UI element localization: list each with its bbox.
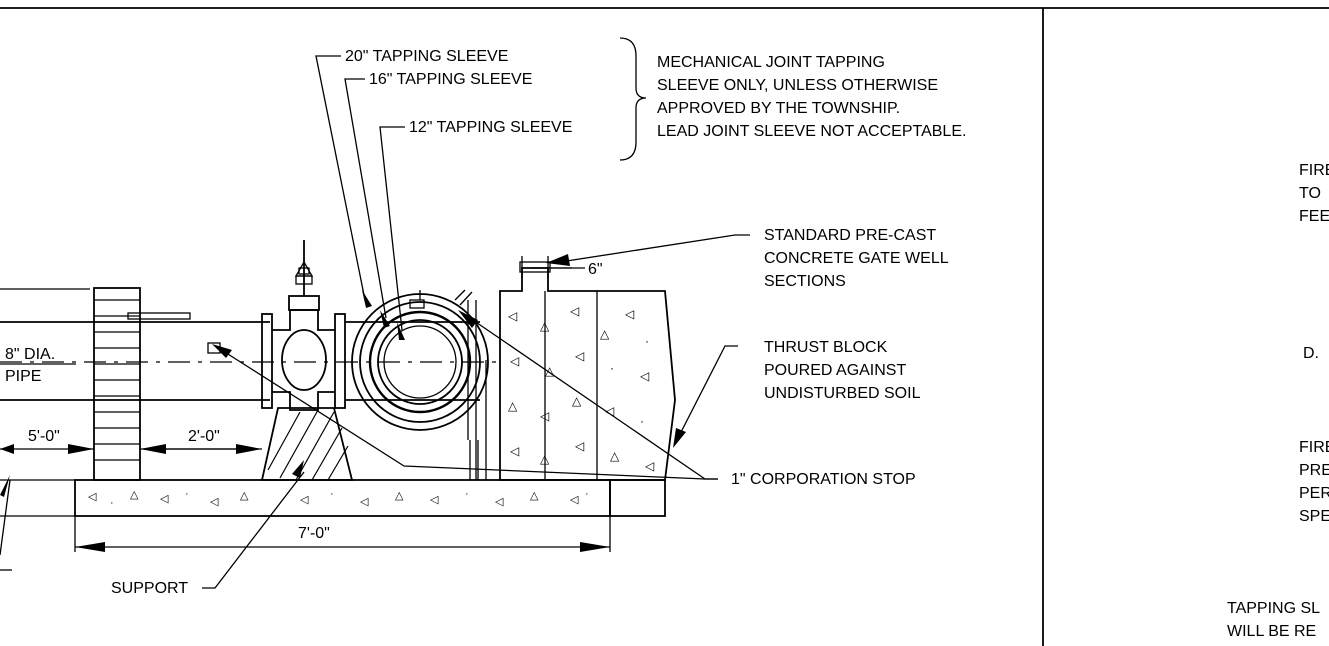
svg-text:◁: ◁ [430,494,439,506]
svg-text:◁: ◁ [160,493,169,505]
svg-text:·: · [610,361,614,375]
block-support-stack [93,287,191,481]
corporation-stop-label: 1" CORPORATION STOP [731,471,916,488]
note-line-3: APPROVED BY THE TOWNSHIP. [657,100,900,117]
svg-text:◁: ◁ [575,439,585,453]
svg-text:◁: ◁ [645,459,655,473]
note-line-4: LEAD JOINT SLEEVE NOT ACCEPTABLE. [657,123,966,140]
leader-lines [202,55,750,589]
concrete-footing: ◁ · △ ◁ · ◁ △ ◁ · ◁ △ ◁ · ◁ △ ◁ · [74,479,611,517]
dimension-5ft-label: 5'-0" [28,428,60,445]
svg-text:◁: ◁ [625,307,635,321]
right-will-be-re-label: WILL BE RE [1227,623,1316,640]
gate-well-label-line-3: SECTIONS [764,273,846,290]
note-line-1: MECHANICAL JOINT TAPPING [657,54,885,71]
svg-text:◁: ◁ [510,354,520,368]
svg-text:△: △ [600,327,610,341]
right-d-label: D. [1303,345,1319,362]
thrust-block-label-line-2: POURED AGAINST [764,362,906,379]
svg-text:·: · [585,488,589,500]
svg-text:◁: ◁ [510,444,520,458]
label-20-tapping-sleeve: 20" TAPPING SLEEVE [345,48,508,65]
svg-text:·: · [465,488,469,500]
note-line-2: SLEEVE ONLY, UNLESS OTHERWISE [657,77,938,94]
right-fire-label-2: FIRE [1299,439,1329,456]
dimension-6-label: 6" [588,261,603,278]
svg-text:◁: ◁ [540,409,550,423]
svg-text:△: △ [395,490,404,502]
svg-text:◁: ◁ [88,491,97,503]
dimension-2ft [140,444,262,454]
note-brace [619,37,647,161]
svg-text:◁: ◁ [495,496,504,508]
svg-text:◁: ◁ [300,494,309,506]
gate-well-label-line-2: CONCRETE GATE WELL [764,250,949,267]
svg-text:△: △ [540,319,550,333]
svg-text:·: · [645,334,649,348]
svg-text:·: · [185,488,189,500]
svg-text:◁: ◁ [360,496,369,508]
svg-text:△: △ [240,490,249,502]
svg-text:◁: ◁ [570,304,580,318]
pipe-label: PIPE [5,368,41,385]
valve-support-pedestal [260,407,354,481]
thrust-block-label-line-3: UNDISTURBED SOIL [764,385,921,402]
svg-text:◁: ◁ [570,494,579,506]
dimension-2ft-label: 2'-0" [188,428,220,445]
label-12-tapping-sleeve: 12" TAPPING SLEEVE [409,119,572,136]
gate-well-label-line-1: STANDARD PRE-CAST [764,227,936,244]
right-to-label: TO [1299,185,1321,202]
right-fee-label: FEE [1299,208,1329,225]
svg-text:△: △ [540,452,550,466]
svg-text:△: △ [610,449,620,463]
right-pre-label: PRE [1299,462,1329,479]
svg-text:△: △ [130,489,139,501]
thrust-block-aggregate-pattern: ◁ △ ◁ △ ◁ · ◁ △ ◁ · ◁ △ ◁ △ ◁ · ◁ △ ◁ △ ◁ [508,304,655,473]
svg-text:◁: ◁ [508,309,518,323]
thrust-block-label-line-1: THRUST BLOCK [764,339,888,356]
right-spe-label: SPE [1299,508,1329,525]
svg-text:△: △ [545,364,555,378]
svg-text:·: · [640,414,644,428]
pipe-diameter-label: 8" DIA. [5,346,55,363]
tapping-sleeve [351,289,489,480]
thrust-block-footing [609,479,666,517]
dimension-7ft [74,516,611,552]
dimension-7ft-label: 7'-0" [298,525,330,542]
svg-text:△: △ [508,399,518,413]
svg-text:◁: ◁ [575,349,585,363]
footing-aggregate-pattern: ◁ · △ ◁ · ◁ △ ◁ · ◁ △ ◁ · ◁ △ ◁ · [88,488,589,509]
svg-text:△: △ [530,490,539,502]
svg-text:△: △ [572,394,582,408]
main-pipe [0,321,500,401]
svg-text:◁: ◁ [640,369,650,383]
right-fire-label-1: FIRE [1299,162,1329,179]
svg-text:◁: ◁ [210,496,219,508]
svg-text:◁: ◁ [605,404,615,418]
right-tapping-sl-label: TAPPING SL [1227,600,1320,617]
svg-text:·: · [330,488,334,500]
dimension-5ft [0,444,94,454]
svg-text:·: · [110,497,114,509]
support-label: SUPPORT [111,580,188,597]
thrust-block: ◁ △ ◁ △ ◁ · ◁ △ ◁ · ◁ △ ◁ △ ◁ · ◁ △ ◁ △ ◁ [499,267,676,481]
label-16-tapping-sleeve: 16" TAPPING SLEEVE [369,71,532,88]
right-per-label: PER [1299,485,1329,502]
